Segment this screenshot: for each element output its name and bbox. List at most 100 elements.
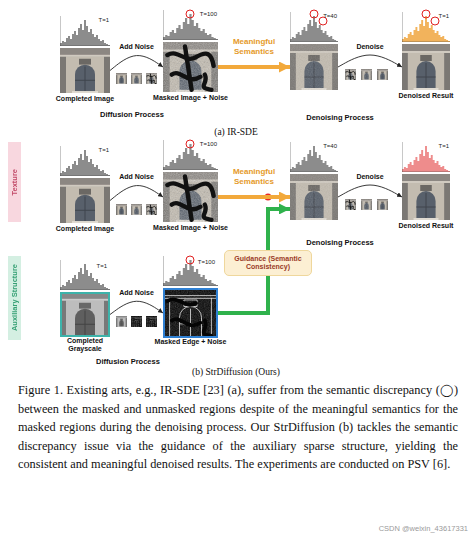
image-caption: Completed Image: [48, 95, 122, 103]
panel-label: (b) StrDiffusion (Ours): [146, 367, 326, 377]
image-tile: T=100Masked Image + Noise: [163, 172, 218, 222]
edge-label: Meaningful Semantics: [223, 167, 285, 186]
edge-label: Add Noise: [112, 43, 162, 52]
thumbnail: [131, 316, 142, 327]
thumbnail: [377, 199, 388, 210]
discrepancy-circle: [422, 10, 430, 18]
histogram: [60, 260, 110, 290]
image-caption: Completed Grayscale: [50, 337, 120, 353]
intermediate-image: [290, 174, 338, 220]
image-tile: T=1Completed Image: [60, 178, 110, 223]
timestep-label: T=1: [438, 13, 449, 19]
timestep-label: T=100: [198, 259, 215, 265]
thumbnail: [116, 73, 127, 84]
band-title: Texture: [10, 169, 19, 196]
discrepancy-circle: [186, 256, 194, 264]
process-label: Denoising Process: [300, 238, 380, 248]
image-caption: Completed Image: [48, 225, 122, 233]
discrepancy-circle: [186, 10, 194, 18]
thumbnail: [146, 316, 157, 327]
histogram: [402, 142, 450, 172]
watermark: CSDN @weixin_43617331: [320, 524, 468, 534]
thumbnail: [131, 204, 142, 215]
thumbnail: [131, 73, 142, 84]
noise-arrow: [110, 56, 163, 71]
side-band: Texture: [8, 142, 21, 222]
discrepancy-circle: [310, 10, 318, 18]
timestep-label: T=1: [96, 263, 107, 269]
image-caption: Masked Image + Noise: [151, 94, 230, 102]
edge-label: Denoise: [345, 43, 395, 52]
discrepancy-circle: [186, 140, 194, 148]
edge-image: [163, 288, 218, 338]
image-tile: T=100Masked Image + Noise: [163, 42, 218, 92]
noise-arrow: [338, 185, 402, 197]
image-caption: Denoised Result: [390, 222, 462, 230]
side-band: Auxiliary Structure: [8, 256, 21, 340]
process-label: Diffusion Process: [92, 110, 172, 120]
figure-caption: Figure 1. Existing arts, e.g., IR-SDE [2…: [18, 381, 458, 474]
completed-image: [60, 178, 110, 223]
image-tile: T=40: [290, 44, 338, 90]
timestep-label: T=40: [323, 143, 337, 149]
edge-label: Denoise: [345, 173, 395, 182]
thumbnail: [345, 199, 356, 210]
guidance-arrow: [218, 276, 268, 313]
thumbnail: [146, 204, 157, 215]
histogram: [290, 12, 338, 42]
discrepancy-circle: [431, 17, 439, 25]
grayscale-image: [60, 292, 110, 337]
guidance-text: Guidance (Semantic Consistency): [229, 255, 307, 272]
edge-label: Add Noise: [112, 289, 162, 298]
timestep-label: T=1: [438, 143, 449, 149]
image-caption: Denoised Result: [390, 92, 462, 100]
image-tile: T=1Denoised Result: [402, 44, 450, 90]
completed-image: [60, 48, 110, 93]
thumbnail: [361, 199, 372, 210]
timestep-label: T=100: [200, 141, 217, 147]
image-caption: Masked Image + Noise: [151, 224, 230, 232]
process-label: Denoising Process: [300, 113, 380, 123]
semantics-arrow: [218, 65, 290, 69]
thumbnail: [361, 69, 372, 80]
edge-label: Meaningful Semantics: [223, 37, 285, 56]
guidance-arrow: [268, 209, 290, 250]
timestep-label: T=1: [98, 147, 109, 153]
edge-label: Add Noise: [112, 173, 162, 182]
thumbnail: [377, 69, 388, 80]
denoised-image: [402, 44, 450, 90]
thumbnail: [146, 73, 157, 84]
image-tile: T=100Masked Edge + Noise: [163, 288, 218, 338]
histogram: [402, 12, 450, 42]
guidance-dot: [265, 194, 272, 201]
image-tile: T=1Completed Grayscale: [60, 292, 110, 337]
masked-image: [163, 172, 218, 222]
histogram: [163, 256, 218, 286]
histogram: [163, 140, 218, 170]
semantics-arrow: [218, 195, 290, 199]
thumbnail: [345, 69, 356, 80]
histogram: [163, 10, 218, 40]
noise-arrow: [338, 55, 402, 67]
histogram: [60, 146, 110, 176]
histogram: [290, 142, 338, 172]
masked-image: [163, 42, 218, 92]
guidance-box: Guidance (Semantic Consistency): [224, 250, 312, 276]
timestep-label: T=40: [323, 13, 337, 19]
thumbnail: [116, 316, 127, 327]
image-caption: Masked Edge + Noise: [153, 338, 228, 346]
noise-arrow: [110, 186, 163, 201]
image-tile: T=40: [290, 174, 338, 220]
histogram: [60, 16, 110, 46]
process-label: Diffusion Process: [88, 357, 168, 367]
band-title: Auxiliary Structure: [10, 264, 19, 331]
panel-label: (a) IR-SDE: [166, 127, 306, 137]
image-tile: T=1Completed Image: [60, 48, 110, 93]
thumbnail: [116, 204, 127, 215]
image-tile: T=1Denoised Result: [402, 174, 450, 220]
intermediate-image: [290, 44, 338, 90]
noise-arrow: [110, 301, 163, 314]
timestep-label: T=100: [200, 11, 217, 17]
denoised-image: [402, 174, 450, 220]
